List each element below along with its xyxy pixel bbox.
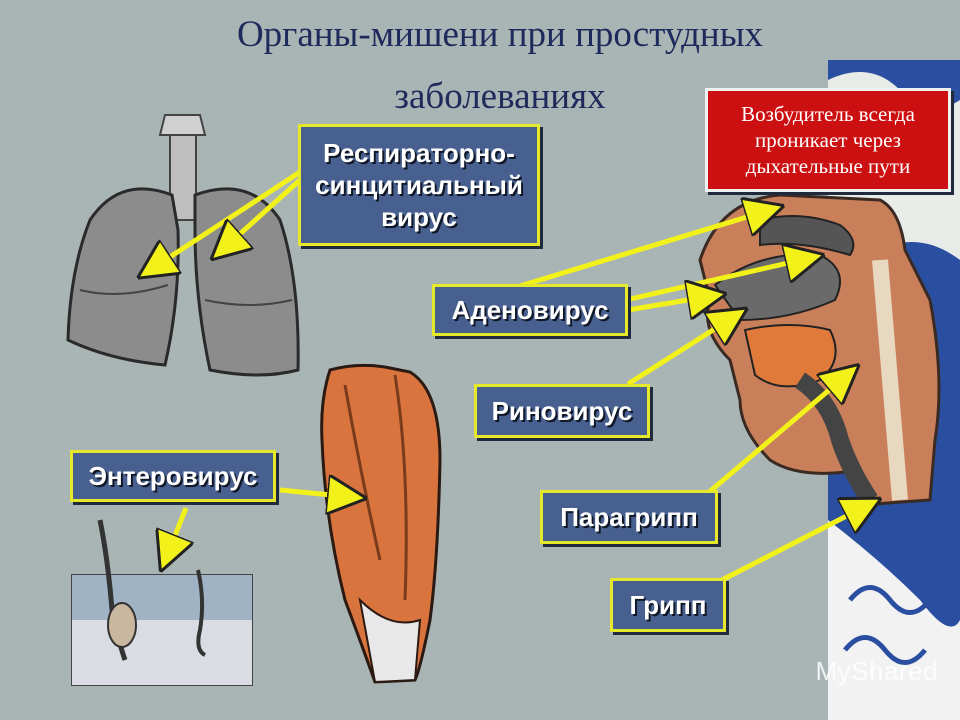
callout-line-3: дыхательные пути [745,154,911,178]
label-influenza: Грипп [610,578,726,632]
title-line-2: заболеваниях [394,76,606,117]
arrow-adeno-to-nose [627,296,712,310]
arrow-entero-to-skin [166,507,186,558]
arrow-adeno-to-nasopharynx-top [519,210,770,289]
label-rhinovirus: Риновирус [474,384,650,438]
thigh-muscle-illustration [320,363,442,684]
arrow-rsv-to-left-lung [150,169,302,270]
arrow-entero-to-muscle [279,490,352,497]
label-enterovirus: Энтеровирус [70,450,276,502]
arrow-flu-to-trachea [720,505,868,583]
arrow-rhino-to-nose [626,316,735,387]
callout-line-2: проникает через [755,128,901,152]
label-adenovirus: Аденовирус [432,284,628,336]
label-parainfluenza: Парагрипп [540,490,718,544]
arrow-adeno-to-nasal-cavity [625,258,810,303]
title-line-1: Органы-мишени при простудных [236,14,764,55]
arrow-rsv-to-right-lung [222,178,302,250]
label-rsv-line-3: вирус [381,202,457,232]
skin-cross-section-illustration [71,519,253,686]
label-rsv-line-1: Респираторно- [323,138,515,168]
entry-route-callout: Возбудитель всегда проникает через дыхат… [705,88,951,192]
label-rsv: Респираторно- синцитиальный вирус [298,124,540,246]
page-title: Органы-мишени при простудных заболевания… [150,4,850,128]
label-rsv-line-2: синцитиальный [315,170,523,200]
arrow-para-to-larynx [706,374,848,495]
watermark: MyShared [815,656,938,686]
callout-line-1: Возбудитель всегда [741,102,915,126]
